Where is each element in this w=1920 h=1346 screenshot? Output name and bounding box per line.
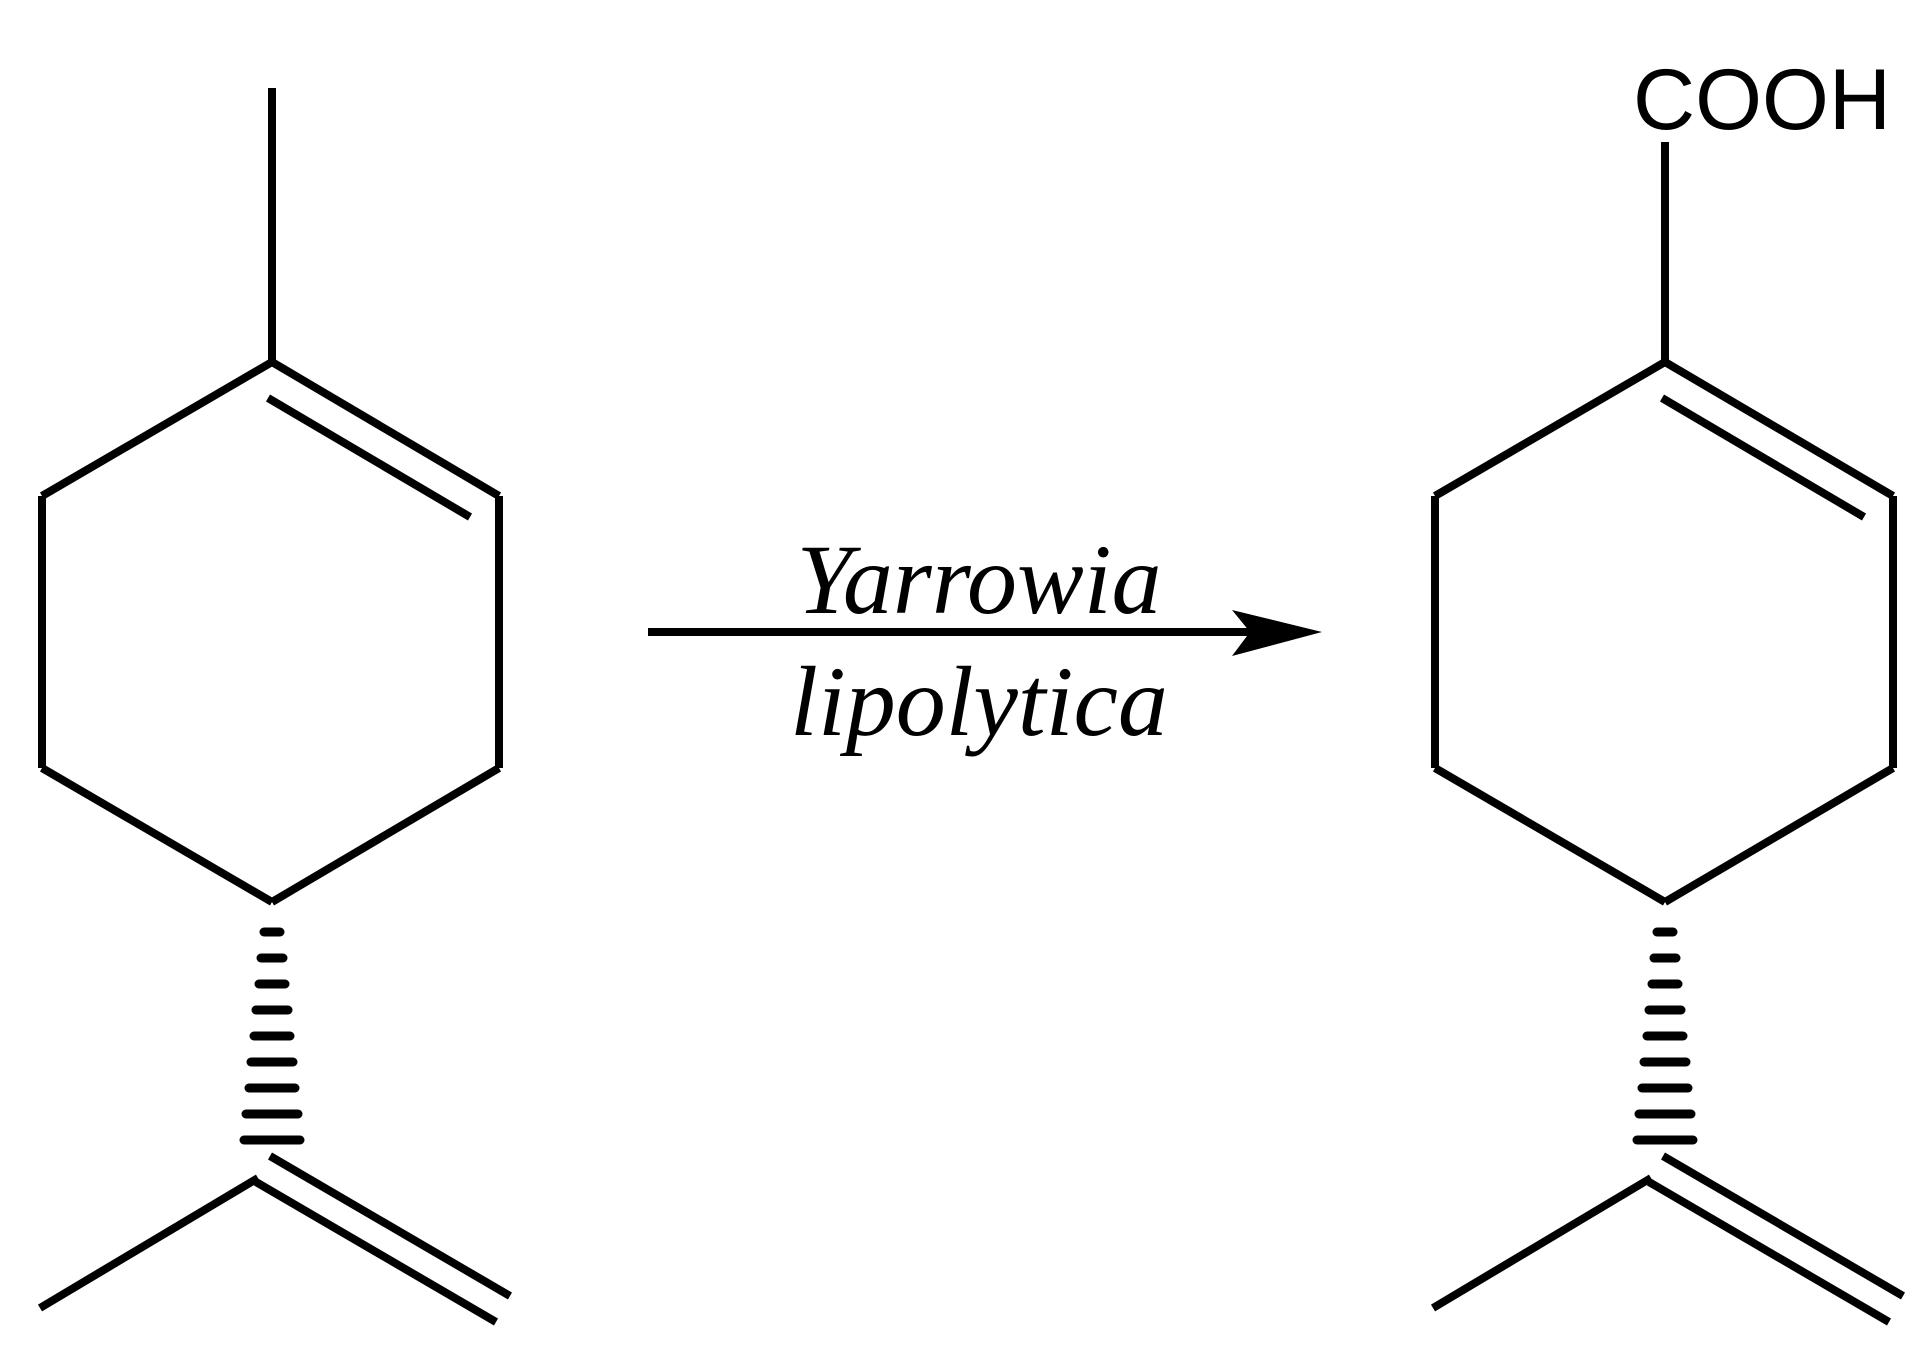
reactant-hashed-wedge (239, 927, 305, 1145)
arrow-head (1232, 610, 1322, 656)
product-ring-bond (1432, 764, 1668, 906)
product-isopropenyl-double-inner (1646, 1178, 1892, 1326)
reaction-arrow (648, 610, 1322, 656)
reactant-ring-bond (39, 764, 275, 906)
product-ring-bond (1432, 358, 1668, 500)
product-isopropenyl-double-outer (1660, 1152, 1906, 1300)
reactant-ring-bond (269, 764, 502, 906)
product-molecule: COOH (1430, 52, 1906, 1326)
product-ring-bond (1662, 358, 1896, 500)
product-isopropenyl-bond (1430, 1174, 1654, 1312)
product-hashed-wedge (1632, 927, 1698, 1145)
product-ring-bond (1662, 764, 1896, 906)
reactant-ring-bond (269, 358, 502, 500)
reactant-isopropenyl-double-inner (253, 1178, 499, 1326)
reactant-isopropenyl-double-outer (267, 1152, 513, 1300)
reactant-molecule (37, 88, 513, 1326)
reagent-line-1: Yarrowia (796, 524, 1161, 635)
reagent-line-2: lipolytica (790, 646, 1168, 757)
carboxyl-label: COOH (1633, 52, 1891, 148)
reactant-ring-double-inner (265, 394, 473, 521)
reactant-ring-bond (39, 358, 275, 500)
product-ring-double-inner (1659, 394, 1867, 521)
reactant-isopropenyl-bond (37, 1174, 261, 1312)
